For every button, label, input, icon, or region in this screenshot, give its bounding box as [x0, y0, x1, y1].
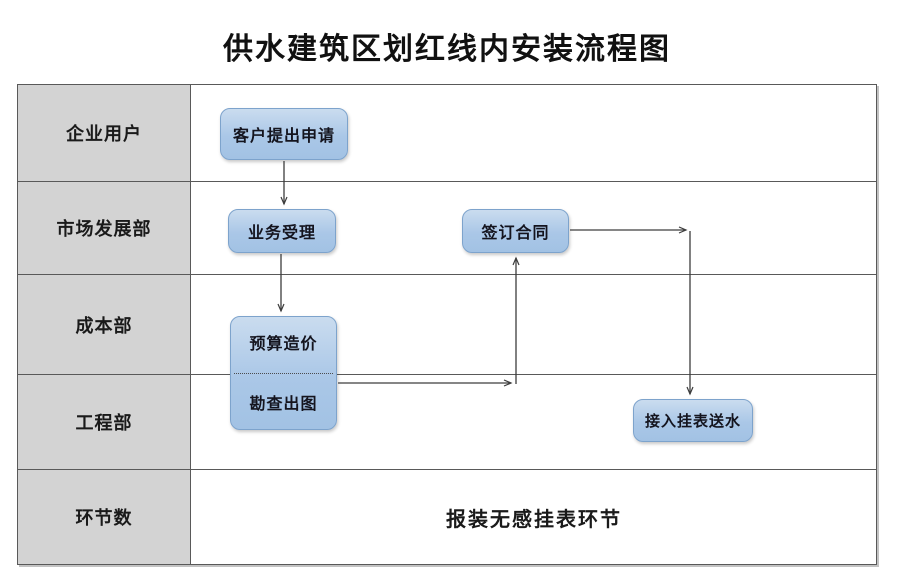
node-connect-meter-water: 接入挂表送水: [633, 399, 753, 442]
lane-label-engineering-dept: 工程部: [18, 375, 190, 469]
row-divider: [18, 374, 876, 375]
page-title: 供水建筑区划红线内安装流程图: [223, 33, 671, 66]
node-business-acceptance: 业务受理: [228, 209, 336, 253]
node-customer-application: 客户提出申请: [220, 108, 348, 160]
label-column-divider: [190, 85, 191, 564]
lane-label-market-dept: 市场发展部: [18, 182, 190, 274]
lane-boundary-dotted-line: [234, 373, 333, 374]
node-budget-label: 预算造价: [249, 336, 318, 353]
node-budget-and-survey: 预算造价 勘查出图: [230, 316, 337, 430]
row-divider: [18, 274, 876, 275]
row-divider: [18, 181, 876, 182]
lane-label-step-count: 环节数: [18, 470, 190, 564]
lane-label-enterprise-user: 企业用户: [18, 85, 190, 181]
swimlane-table: 企业用户 市场发展部 成本部 工程部 环节数 报装无感挂表环节: [17, 84, 877, 565]
row-divider: [18, 469, 876, 470]
node-sign-contract: 签订合同: [462, 209, 569, 253]
lane-label-cost-dept: 成本部: [18, 275, 190, 374]
footer-note: 报装无感挂表环节: [446, 508, 622, 531]
node-survey-label: 勘查出图: [249, 396, 318, 413]
